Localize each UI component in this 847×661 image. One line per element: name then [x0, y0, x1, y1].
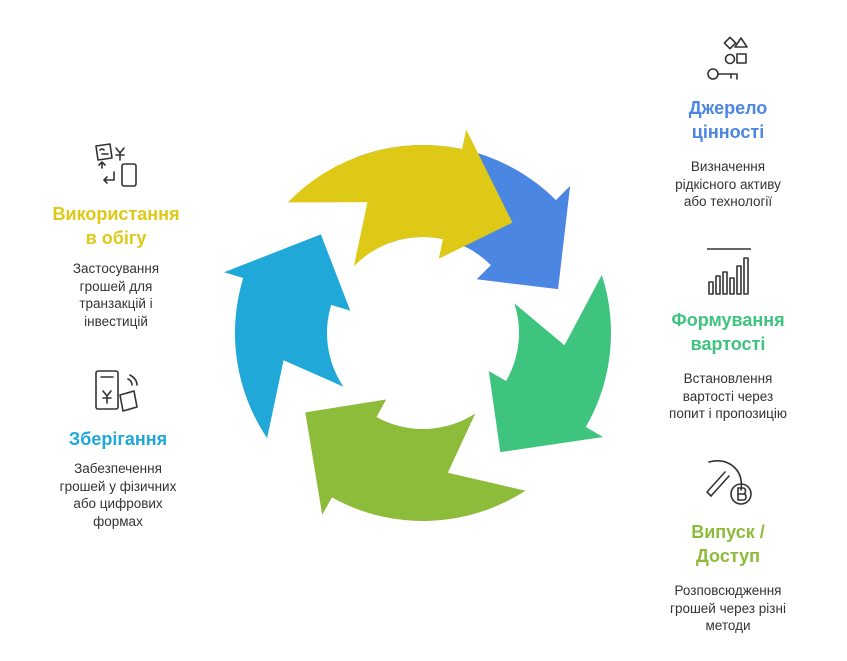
stage-title-source: Джерело цінності	[688, 98, 768, 142]
arrow-segment-valuation	[488, 274, 611, 453]
arrow-segment-storage	[224, 234, 351, 439]
stage-description-circulation: Застосування грошей для транзакцій і інв…	[72, 261, 160, 329]
pickaxe-bitcoin-icon	[703, 456, 755, 513]
exchange-icon	[92, 140, 144, 197]
arrow-segment-circulation	[287, 129, 513, 267]
stage-title-valuation: Формування вартості	[671, 310, 785, 354]
arrow-segment-issuance	[305, 399, 526, 521]
stage-title-circulation: Використання в обігу	[52, 204, 180, 248]
stage-description-valuation: Встановлення вартості через попит і проп…	[669, 371, 787, 421]
stage-title-issuance: Випуск / Доступ	[691, 522, 765, 566]
wallet-contactless-icon	[92, 365, 144, 422]
stage-title-storage: Зберігання	[68, 429, 168, 449]
stage-description-source: Визначення рідкісного активу або техноло…	[675, 159, 781, 209]
bar-chart-icon	[703, 246, 755, 303]
stage-description-storage: Забезпечення грошей у фізичних або цифро…	[59, 461, 177, 529]
shapes-key-icon	[703, 34, 755, 91]
stage-description-issuance: Розповсюдження грошей через різні методи	[670, 583, 786, 633]
